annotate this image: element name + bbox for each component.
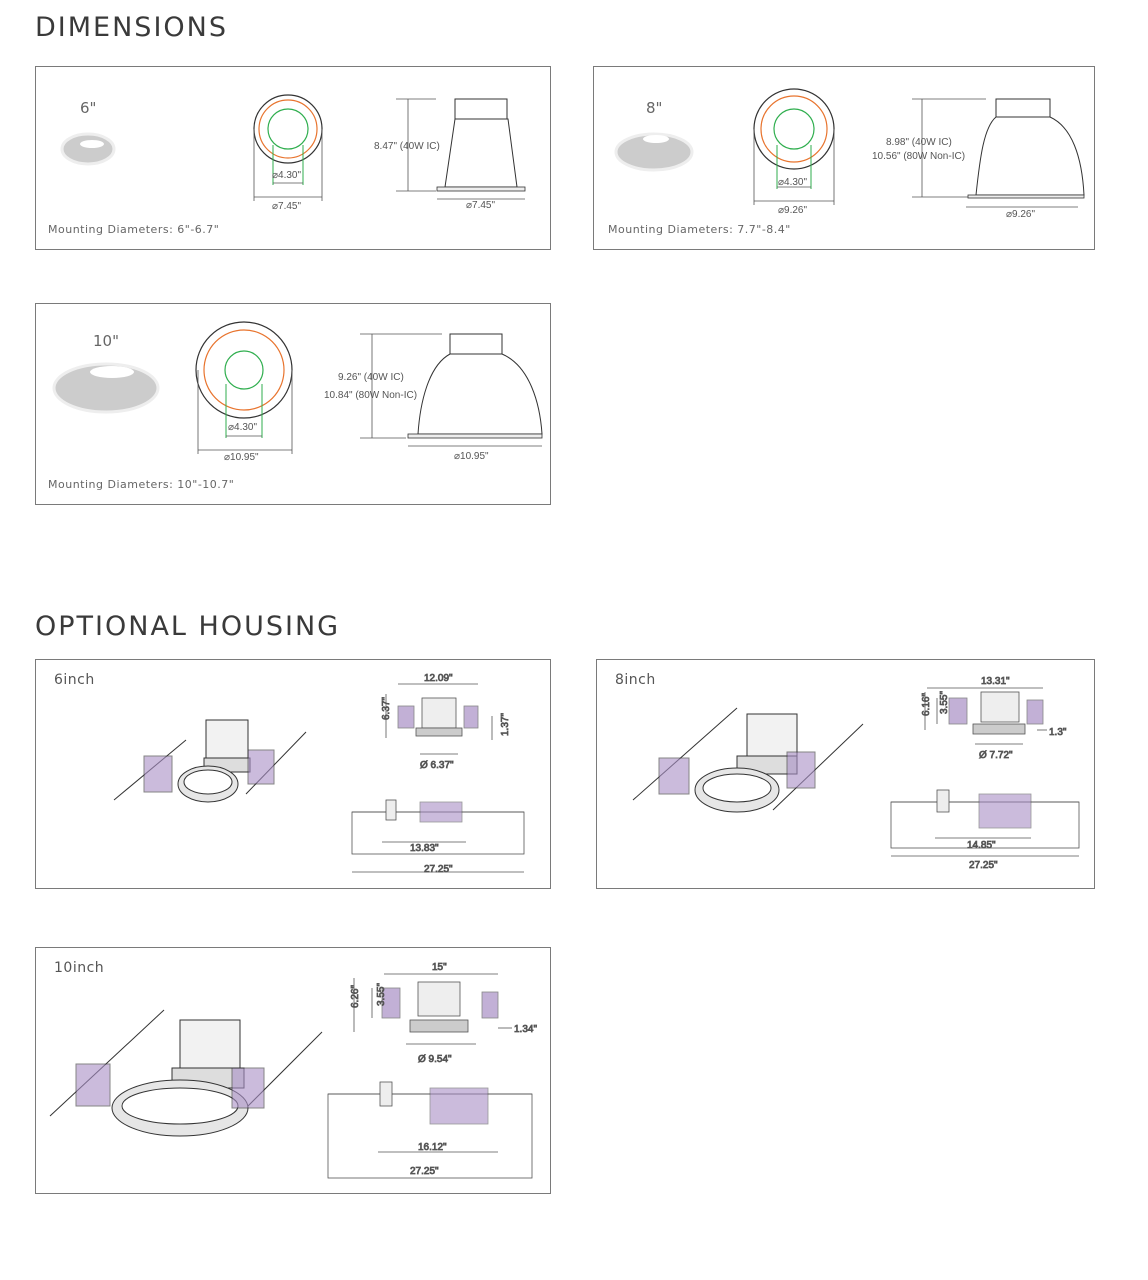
orange-ring xyxy=(760,95,828,163)
orange-ring xyxy=(203,329,285,411)
mounting-diameters: Mounting Diameters: 10"-10.7" xyxy=(48,478,235,491)
outer-dia-label: ⌀9.26" xyxy=(778,205,807,216)
bottom-total-label: 27.25" xyxy=(969,860,998,871)
base-dia-label: ⌀9.26" xyxy=(1006,209,1035,220)
outer-circle xyxy=(753,88,835,170)
housing-drawing: 13.31" 6.16" 3.55" 1.3" Ø 7.72" 14.85" 2… xyxy=(632,676,1080,871)
height-label: 6.16" xyxy=(921,693,932,716)
housing-size-label: 10inch xyxy=(54,960,105,976)
aperture-label: Ø 6.37" xyxy=(420,760,454,771)
housing-panel-6in: 6inch 12.09" 6.37" 1.37" Ø 6.37" xyxy=(35,659,551,889)
height-label: 8.47" (40W IC) xyxy=(374,141,440,152)
can-body xyxy=(444,118,518,188)
housing-drawing: 12.09" 6.37" 1.37" Ø 6.37" 13.83" 27.25" xyxy=(113,673,525,875)
dimension-drawing: ⌀4.30" ⌀10.95" 9.26" (40W IC) 10.84" (80… xyxy=(52,321,543,463)
dimension-drawing: ⌀4.30" ⌀7.45" 8.47" (40W IC) ⌀7.45" xyxy=(60,94,526,212)
housing-3d-view xyxy=(49,1009,323,1137)
green-ring xyxy=(224,350,264,390)
bottom-total-label: 27.25" xyxy=(424,864,453,875)
bottom-inner-label: 13.83" xyxy=(410,843,439,854)
height2-label: 3.55" xyxy=(939,691,950,714)
can-base xyxy=(967,194,1085,199)
trim-ellipse xyxy=(614,132,694,172)
trim-opening xyxy=(643,135,669,143)
aperture-label: Ø 9.54" xyxy=(418,1054,452,1065)
inner-dia-label: ⌀4.30" xyxy=(228,422,257,433)
housing-size-label: 8inch xyxy=(615,672,656,688)
mounting-diameters: Mounting Diameters: 7.7"-8.4" xyxy=(608,223,791,236)
side-label: 1.34" xyxy=(514,1024,537,1035)
trim-ellipse xyxy=(60,132,116,166)
inner-dia-label: ⌀4.30" xyxy=(778,177,807,188)
housing-3d-view xyxy=(632,707,864,813)
height-label: 6.37" xyxy=(381,697,392,720)
outer-dia-label: ⌀10.95" xyxy=(224,452,259,463)
outer-circle xyxy=(195,321,293,419)
dimension-panel-6in: 6" Mounting Diameters: 6"-6.7" ⌀4.30" ⌀7… xyxy=(35,66,551,250)
housing-side-view: 14.85" 27.25" xyxy=(890,789,1080,871)
side-label: 1.37" xyxy=(500,713,511,736)
can-top xyxy=(995,98,1051,118)
can-body xyxy=(417,353,543,435)
dimension-panel-10in: 10" Mounting Diameters: 10"-10.7" ⌀4.30"… xyxy=(35,303,551,505)
bottom-total-label: 27.25" xyxy=(410,1166,439,1177)
height-label: 9.26" (40W IC) xyxy=(338,372,404,383)
can-base xyxy=(436,186,526,192)
outer-dia-label: ⌀7.45" xyxy=(272,201,301,212)
can-top xyxy=(449,333,503,355)
dimension-panel-8in: 8" Mounting Diameters: 7.7"-8.4" ⌀4.30" … xyxy=(593,66,1095,250)
optional-housing-title: OPTIONAL HOUSING xyxy=(35,611,341,642)
housing-top-view: 15" 6.26" 3.55" 1.34" Ø 9.54" xyxy=(350,962,538,1066)
housing-size-label: 6inch xyxy=(54,672,95,688)
dimension-drawing: ⌀4.30" ⌀9.26" 8.98" (40W IC) 10.56" (80W… xyxy=(614,88,1085,220)
size-label: 6" xyxy=(80,99,97,117)
housing-side-view: 13.83" 27.25" xyxy=(351,799,525,875)
housing-3d-view xyxy=(113,719,307,803)
green-ring xyxy=(267,108,309,150)
housing-panel-10in: 10inch 15" 6.26" 3.55" 1.34" Ø 9. xyxy=(35,947,551,1194)
height2-label: 10.84" (80W Non-IC) xyxy=(324,390,417,401)
trim-opening xyxy=(90,366,134,378)
can-body xyxy=(975,116,1085,196)
housing-drawing: 15" 6.26" 3.55" 1.34" Ø 9.54" 16.12" 27.… xyxy=(49,962,538,1179)
dimensions-title: DIMENSIONS xyxy=(35,12,228,43)
width-label: 12.09" xyxy=(424,673,453,684)
housing-top-view: 12.09" 6.37" 1.37" Ø 6.37" xyxy=(381,673,512,772)
height-label: 6.26" xyxy=(350,985,361,1008)
height2-label: 10.56" (80W Non-IC) xyxy=(872,151,965,162)
mounting-diameters: Mounting Diameters: 6"-6.7" xyxy=(48,223,220,236)
aperture-label: Ø 7.72" xyxy=(979,750,1013,761)
housing-top-view: 13.31" 6.16" 3.55" 1.3" Ø 7.72" xyxy=(921,676,1068,762)
green-ring xyxy=(773,108,815,150)
base-dia-label: ⌀7.45" xyxy=(466,200,495,211)
can-top xyxy=(454,98,508,120)
can-base xyxy=(407,433,543,439)
outer-circle xyxy=(253,94,323,164)
width-label: 13.31" xyxy=(981,676,1010,687)
size-label: 8" xyxy=(646,99,663,117)
trim-opening xyxy=(80,140,104,148)
bottom-inner-label: 14.85" xyxy=(967,840,996,851)
side-label: 1.3" xyxy=(1049,727,1067,738)
trim-ellipse xyxy=(52,362,160,414)
height-label: 8.98" (40W IC) xyxy=(886,137,952,148)
width-label: 15" xyxy=(432,962,447,973)
height2-label: 3.55" xyxy=(376,983,387,1006)
size-label: 10" xyxy=(93,332,119,350)
inner-dia-label: ⌀4.30" xyxy=(272,170,301,181)
orange-ring xyxy=(258,99,318,159)
bottom-inner-label: 16.12" xyxy=(418,1142,447,1153)
base-dia-label: ⌀10.95" xyxy=(454,451,489,462)
housing-side-view: 16.12" 27.25" xyxy=(327,1081,533,1179)
housing-panel-8in: 8inch 13.31" 6.16" 3.55" 1.3" Ø 7 xyxy=(596,659,1095,889)
